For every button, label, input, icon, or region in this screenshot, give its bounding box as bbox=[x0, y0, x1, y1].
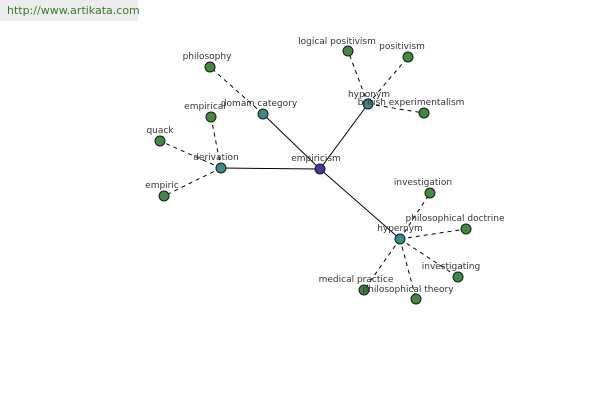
edge-hyponym bbox=[319, 103, 369, 170]
label-philosophical-theory[interactable]: philosophical theory bbox=[362, 285, 454, 295]
label-investigating[interactable]: investigating bbox=[422, 262, 480, 272]
node-derivation[interactable] bbox=[215, 162, 227, 174]
node-empiricism[interactable] bbox=[314, 163, 326, 175]
edge-philosophical-doctrine bbox=[399, 228, 467, 240]
edge-british-experimentalism bbox=[367, 103, 425, 114]
label-logical-positivism[interactable]: logical positivism bbox=[298, 37, 376, 47]
label-philosophical-doctrine[interactable]: philosophical doctrine bbox=[406, 214, 505, 224]
node-empirical[interactable] bbox=[205, 111, 217, 123]
node-quack[interactable] bbox=[154, 135, 166, 147]
node-positivism[interactable] bbox=[402, 51, 414, 63]
edge-hypernym bbox=[319, 168, 401, 240]
node-hypernym[interactable] bbox=[394, 233, 406, 245]
label-hypernym[interactable]: hypernym bbox=[377, 224, 423, 234]
site-url-link[interactable]: http://www.artikata.com bbox=[0, 0, 140, 21]
node-philosophical-theory[interactable] bbox=[410, 293, 422, 305]
graph-edges bbox=[159, 50, 467, 300]
edge-domain-category bbox=[262, 113, 321, 170]
node-investigation[interactable] bbox=[424, 187, 436, 199]
edge-medical-practice bbox=[363, 238, 401, 291]
edge-positivism bbox=[367, 56, 409, 105]
graph-labels: empiricism domain category philosophy hypon… bbox=[145, 37, 505, 295]
node-domain-category[interactable] bbox=[257, 108, 269, 120]
node-british-experimentalism[interactable] bbox=[418, 107, 430, 119]
label-philosophy[interactable]: philosophy bbox=[183, 52, 233, 62]
label-british-experimentalism[interactable]: british experimentalism bbox=[358, 98, 465, 108]
node-logical-positivism[interactable] bbox=[342, 45, 354, 57]
node-medical-practice[interactable] bbox=[358, 284, 370, 296]
edge-empirical bbox=[210, 116, 222, 169]
label-hyponym[interactable]: hyponym bbox=[348, 90, 390, 100]
edge-investigating bbox=[399, 238, 459, 278]
edge-logical-positivism bbox=[347, 50, 369, 105]
edge-philosophy bbox=[209, 66, 264, 115]
label-quack[interactable]: quack bbox=[146, 126, 174, 136]
label-domain-category[interactable]: domain category bbox=[221, 99, 298, 109]
label-medical-practice[interactable]: medical practice bbox=[319, 275, 394, 285]
label-derivation[interactable]: derivation bbox=[193, 153, 239, 163]
node-investigating[interactable] bbox=[452, 271, 464, 283]
edge-quack bbox=[159, 140, 222, 169]
graph-nodes bbox=[154, 45, 472, 305]
label-investigation[interactable]: investigation bbox=[394, 178, 452, 188]
node-philosophy[interactable] bbox=[204, 61, 216, 73]
label-empiricism[interactable]: empiricism bbox=[291, 154, 341, 164]
edge-derivation bbox=[220, 167, 321, 170]
node-hyponym[interactable] bbox=[362, 98, 374, 110]
label-empiric[interactable]: empiric bbox=[145, 181, 179, 191]
label-positivism[interactable]: positivism bbox=[379, 42, 425, 52]
edge-empiric bbox=[163, 167, 222, 197]
label-empirical[interactable]: empirical bbox=[184, 102, 226, 112]
node-philosophical-doctrine[interactable] bbox=[460, 223, 472, 235]
node-empiric[interactable] bbox=[158, 190, 170, 202]
edge-philosophical-theory bbox=[399, 238, 417, 300]
edge-investigation bbox=[399, 192, 431, 240]
